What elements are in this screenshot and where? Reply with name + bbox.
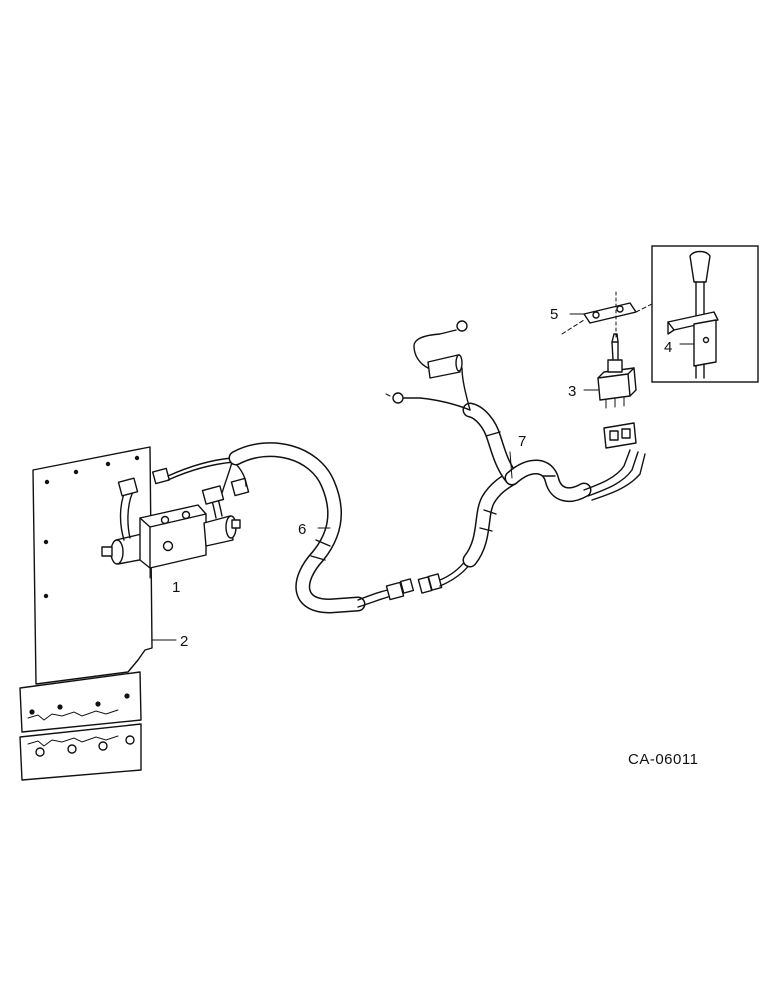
leader-lines xyxy=(149,313,695,641)
drawing-code: CA-06011 xyxy=(628,751,698,768)
callout-2: 2 xyxy=(180,633,188,650)
solenoid-valve xyxy=(101,457,250,569)
callout-5: 5 xyxy=(550,306,558,323)
callout-6: 6 xyxy=(298,521,306,538)
wiring-harness-branch xyxy=(385,320,646,568)
mounting-plate xyxy=(19,446,153,781)
callout-3: 3 xyxy=(568,383,576,400)
callout-7: 7 xyxy=(518,433,526,450)
switch-bracket xyxy=(561,291,661,339)
callout-4: 4 xyxy=(664,339,672,356)
callout-1: 1 xyxy=(172,579,180,596)
inset-detail xyxy=(651,245,759,383)
toggle-switch xyxy=(597,333,637,409)
wiring-harness-main xyxy=(228,442,471,614)
